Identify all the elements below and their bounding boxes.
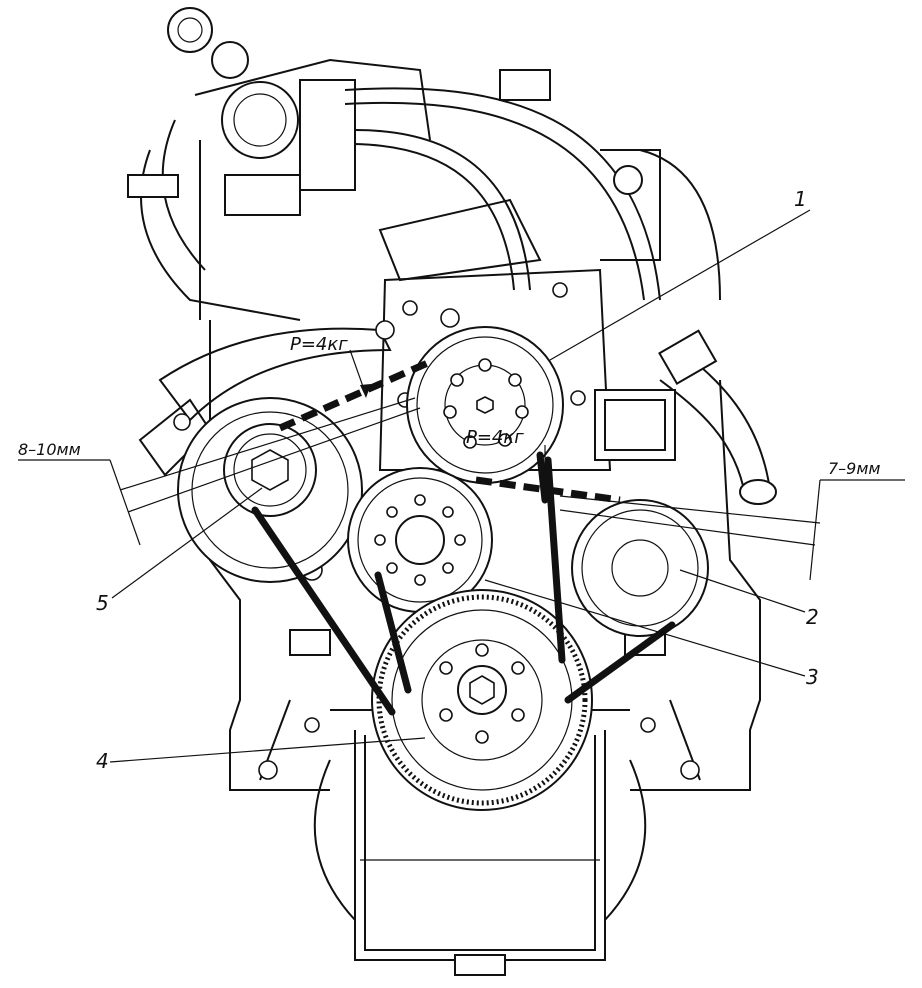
force-label-left: Р=4кг <box>290 334 348 355</box>
front-cover <box>378 268 676 471</box>
belt-top-span <box>278 358 432 432</box>
hoses <box>344 87 777 505</box>
force-arrows <box>349 349 550 494</box>
deflection-label-left: 8–10мм <box>18 440 81 459</box>
generator-pulley <box>177 397 363 583</box>
belt-inner-run <box>374 571 412 694</box>
deflection-label-right: 7–9мм <box>828 459 881 478</box>
belt-right-run <box>564 621 676 704</box>
callout-2: 2 <box>806 605 819 629</box>
idler-pulley <box>347 467 493 613</box>
callout-5: 5 <box>96 591 109 615</box>
callout-3: 3 <box>806 665 819 689</box>
water-pump-pulley <box>406 326 564 484</box>
belt-tension-mark <box>536 451 549 504</box>
leader-lines <box>109 209 811 763</box>
deflection-dimensions <box>18 397 905 581</box>
oil-pan <box>313 730 647 976</box>
callout-1: 1 <box>794 187 807 211</box>
callout-4: 4 <box>96 749 109 773</box>
intake-manifold <box>127 7 551 321</box>
belt-left-run <box>251 506 396 716</box>
crankshaft-pulley <box>371 589 593 811</box>
drive-belts <box>251 358 676 716</box>
belt-right-span <box>475 476 621 504</box>
force-label-right: Р=4кг <box>466 427 524 448</box>
